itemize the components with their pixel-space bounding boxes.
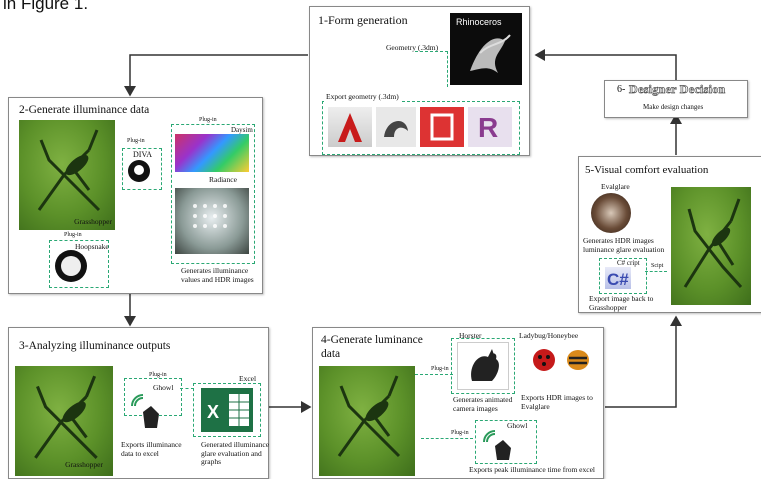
grasshopper-icon-3: Grasshopper [15,366,113,476]
top-caption: in Figure 1. [3,0,89,13]
daysim-label: Daysim [231,126,253,134]
grasshopper-icon-4 [319,366,415,476]
box4-title-line1: 4-Generate luminance [321,334,423,346]
diva-dashed-group [122,148,162,190]
horster-label: Horster [459,331,482,340]
box3-title: 3-Analyzing illuminance outputs [19,340,171,352]
ladybug-label: Ladybug/Honeybee [519,331,579,340]
box-visual-comfort: 5-Visual comfort evaluation Evalglare Ge… [578,156,761,313]
geometry-dashed-link [415,51,448,87]
ghowl-link-4 [421,438,473,439]
box-analyzing-illuminance: 3-Analyzing illuminance outputs Grasshop… [8,327,269,479]
box6-subtitle: Make design changes [643,103,704,111]
excel-label: Excel [239,374,257,383]
export-geometry-label: Export geometry (.3dm) [324,92,401,102]
hoopsnake-label: Hoopsnake [75,242,109,251]
ladybug-icon [529,344,559,376]
csharp-label: C# cript [617,259,640,267]
peak-illuminance-label: Exports peak illuminance time from excel [469,465,595,474]
ghowl-icon [129,392,163,432]
maya-icon [376,107,416,147]
evalglare-label: Evalglare [601,182,630,191]
hoopsnake-icon [55,250,87,282]
hoopsnake-plugin-label: Plug-in [64,232,82,238]
horster-plugin-label: Plug-in [431,366,449,372]
rhino-logo-icon: Rhinoceros [450,13,522,85]
svg-text:C#: C# [607,270,629,289]
svg-text:R: R [478,112,498,143]
box-generate-illuminance: 2-Generate illuminance data Grasshopper … [8,97,263,294]
ghowl-label-4: Ghowl [507,421,528,430]
export-icons-group [322,101,520,155]
ghowl-plugin-label: Plug-in [149,372,167,378]
radiance-label: Radiance [209,175,237,184]
arrow-1-to-2 [124,54,308,97]
svg-text:X: X [207,402,219,422]
diva-label: DIVA [133,150,152,159]
csharp-link [645,271,667,272]
radiance-render-icon [175,188,249,254]
box-form-generation: 1-Form generation Geometry (.3dm) Rhinoc… [309,6,530,156]
excel-icon: X [201,388,253,432]
arrow-4-to-5 [605,315,682,408]
honeybee-icon [563,344,593,376]
arrow-6-to-1 [534,49,677,80]
box6-title: Designer Decision [629,82,726,97]
diva-icon [128,160,150,182]
hoopsnake-dashed-group [49,240,109,288]
ghowl-plugin-label-4: Plug-in [451,430,469,436]
csharp-dashed-group [599,258,647,294]
ghowl-icon-4 [481,428,515,462]
geometry-label: Geometry (.3dm) [386,43,439,52]
horster-dashed-group [451,338,515,394]
excel-dashed-group [193,383,261,437]
evalglare-fisheye-icon [591,193,631,233]
horster-rooster-icon [457,342,509,390]
box1-title: 1-Form generation [318,13,408,27]
autocad-icon [328,107,372,147]
revit-icon: R [468,107,512,147]
box2-title: 2-Generate illuminance data [19,104,150,116]
horster-link [415,374,453,375]
ghowl-dashed-group-4 [475,420,537,464]
daysim-radiance-group [171,124,255,264]
box4-title-line2: data [321,348,341,360]
script-label: Scipt [651,263,664,269]
daysim-render-icon [175,134,249,172]
ghowl-excel-link [180,388,194,389]
box-generate-luminance: 4-Generate luminance data Plug-in Horste… [312,327,604,479]
daysim-plugin-label: Plug-in [199,117,217,124]
box-designer-decision: 6- Designer Decision Make design changes [604,80,748,118]
sketchup-icon [420,107,464,147]
grasshopper-icon-5 [671,187,751,305]
diva-plugin-label: Plug-in [127,138,145,144]
ghowl-label: Ghowl [153,383,174,392]
grasshopper-icon: Grasshopper [19,120,115,230]
box6-number: 6- [617,84,626,95]
box5-title: 5-Visual comfort evaluation [585,164,709,176]
csharp-icon: C# [605,267,631,289]
